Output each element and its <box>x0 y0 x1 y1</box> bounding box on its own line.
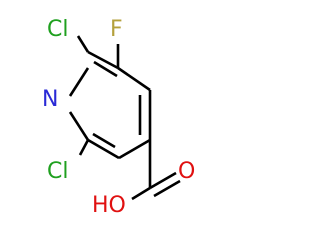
atom-o-carbonyl: O <box>178 159 195 184</box>
molecule-structure: Cl F N Cl O HO <box>42 17 195 218</box>
bond-c2-cl <box>76 35 90 53</box>
bond-c2-c3 <box>87 50 119 70</box>
bond-c-o-double-a <box>149 171 177 190</box>
bond-n-c2 <box>68 67 90 97</box>
bond-c1-n <box>68 111 90 141</box>
bond-c3-c4 <box>117 66 151 92</box>
bond-c2-c3-inner <box>93 60 118 78</box>
bond-c6-c1-inner <box>92 132 116 149</box>
atom-f: F <box>110 17 123 42</box>
bond-c-oh <box>131 186 151 201</box>
bond-c1-cl <box>78 139 90 156</box>
bonds <box>68 35 181 201</box>
atom-cl-top: Cl <box>47 17 68 42</box>
bond-c-o-double-b <box>153 179 181 198</box>
atom-oh: HO <box>92 193 126 218</box>
bond-c5-c6 <box>118 138 151 160</box>
atom-labels: Cl F N Cl O HO <box>42 17 195 218</box>
atom-cl-bottom: Cl <box>47 159 68 184</box>
bond-c6-c1 <box>87 138 120 160</box>
atom-n: N <box>42 87 58 112</box>
